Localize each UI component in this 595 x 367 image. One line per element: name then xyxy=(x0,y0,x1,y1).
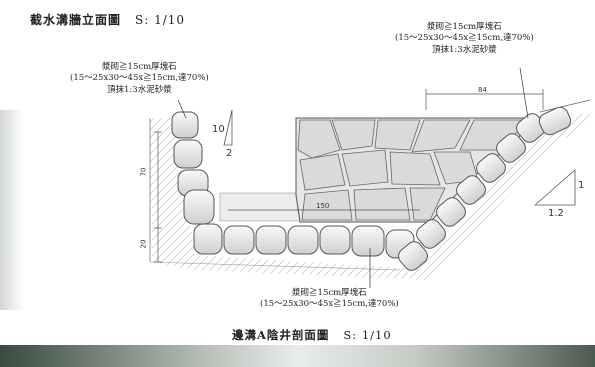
dim-inner-width: 150 xyxy=(316,202,330,210)
dim-height-lower: 20 xyxy=(139,239,148,249)
ground-line xyxy=(539,99,591,113)
elevation-scale: S: 1/10 xyxy=(135,13,186,27)
dim-top-width: 84 xyxy=(478,86,487,94)
note-bottom: 漿砌≧15cm厚塊石 (15～25x30～45x≧15cm,達70%) xyxy=(260,288,399,311)
photo-background-bottom xyxy=(0,345,595,367)
note-left-line1: 漿砌≧15cm厚塊石 xyxy=(102,62,177,72)
note-left-line2: (15～25x30～45x≧15cm,達70%) xyxy=(70,73,209,84)
note-left-line3: 頂抹1:3水泥砂漿 xyxy=(107,84,172,95)
note-bottom-line2: (15～25x30～45x≧15cm,達70%) xyxy=(260,299,399,310)
note-right-line2: (15～25x30～45x≧15cm,達70%) xyxy=(395,33,534,44)
elevation-title: 截水溝牆立面圖 S: 1/10 xyxy=(30,14,185,26)
note-right-line1: 漿砌≧15cm厚塊石 xyxy=(427,22,502,32)
photo-background-left xyxy=(0,110,24,310)
soil-hatching xyxy=(149,110,590,280)
note-right: 漿砌≧15cm厚塊石 (15～25x30～45x≧15cm,達70%) 頂抹1:… xyxy=(395,22,534,56)
slope-triangle-left xyxy=(223,109,233,146)
sloped-wall-stones xyxy=(398,106,572,271)
slope-left-run: 2 xyxy=(226,148,233,159)
bottom-stones xyxy=(193,223,415,259)
slope-triangle-right xyxy=(533,169,576,206)
note-left: 漿砌≧15cm厚塊石 (15～25x30～45x≧15cm,達70%) 頂抹1:… xyxy=(70,62,209,96)
section-title-text: 邊溝A陰井剖面圖 xyxy=(232,328,330,342)
slope-right-run: 1.2 xyxy=(548,208,564,219)
left-wall-stones xyxy=(171,111,215,225)
note-right-line3: 頂抹1:3水泥砂漿 xyxy=(432,44,497,55)
section-scale: S: 1/10 xyxy=(343,328,392,342)
elevation-title-text: 截水溝牆立面圖 xyxy=(30,13,122,27)
dimension-lines xyxy=(154,89,544,263)
leader-lines xyxy=(177,67,529,288)
note-bottom-line1: 漿砌≧15cm厚塊石 xyxy=(292,288,367,298)
slope-left-rise: 10 xyxy=(212,124,225,135)
stone-face-panel xyxy=(295,117,542,223)
slope-right-rise: 1 xyxy=(578,180,585,191)
dim-height-upper: 70 xyxy=(139,167,148,177)
section-title: 邊溝A陰井剖面圖 S: 1/10 xyxy=(232,328,392,342)
